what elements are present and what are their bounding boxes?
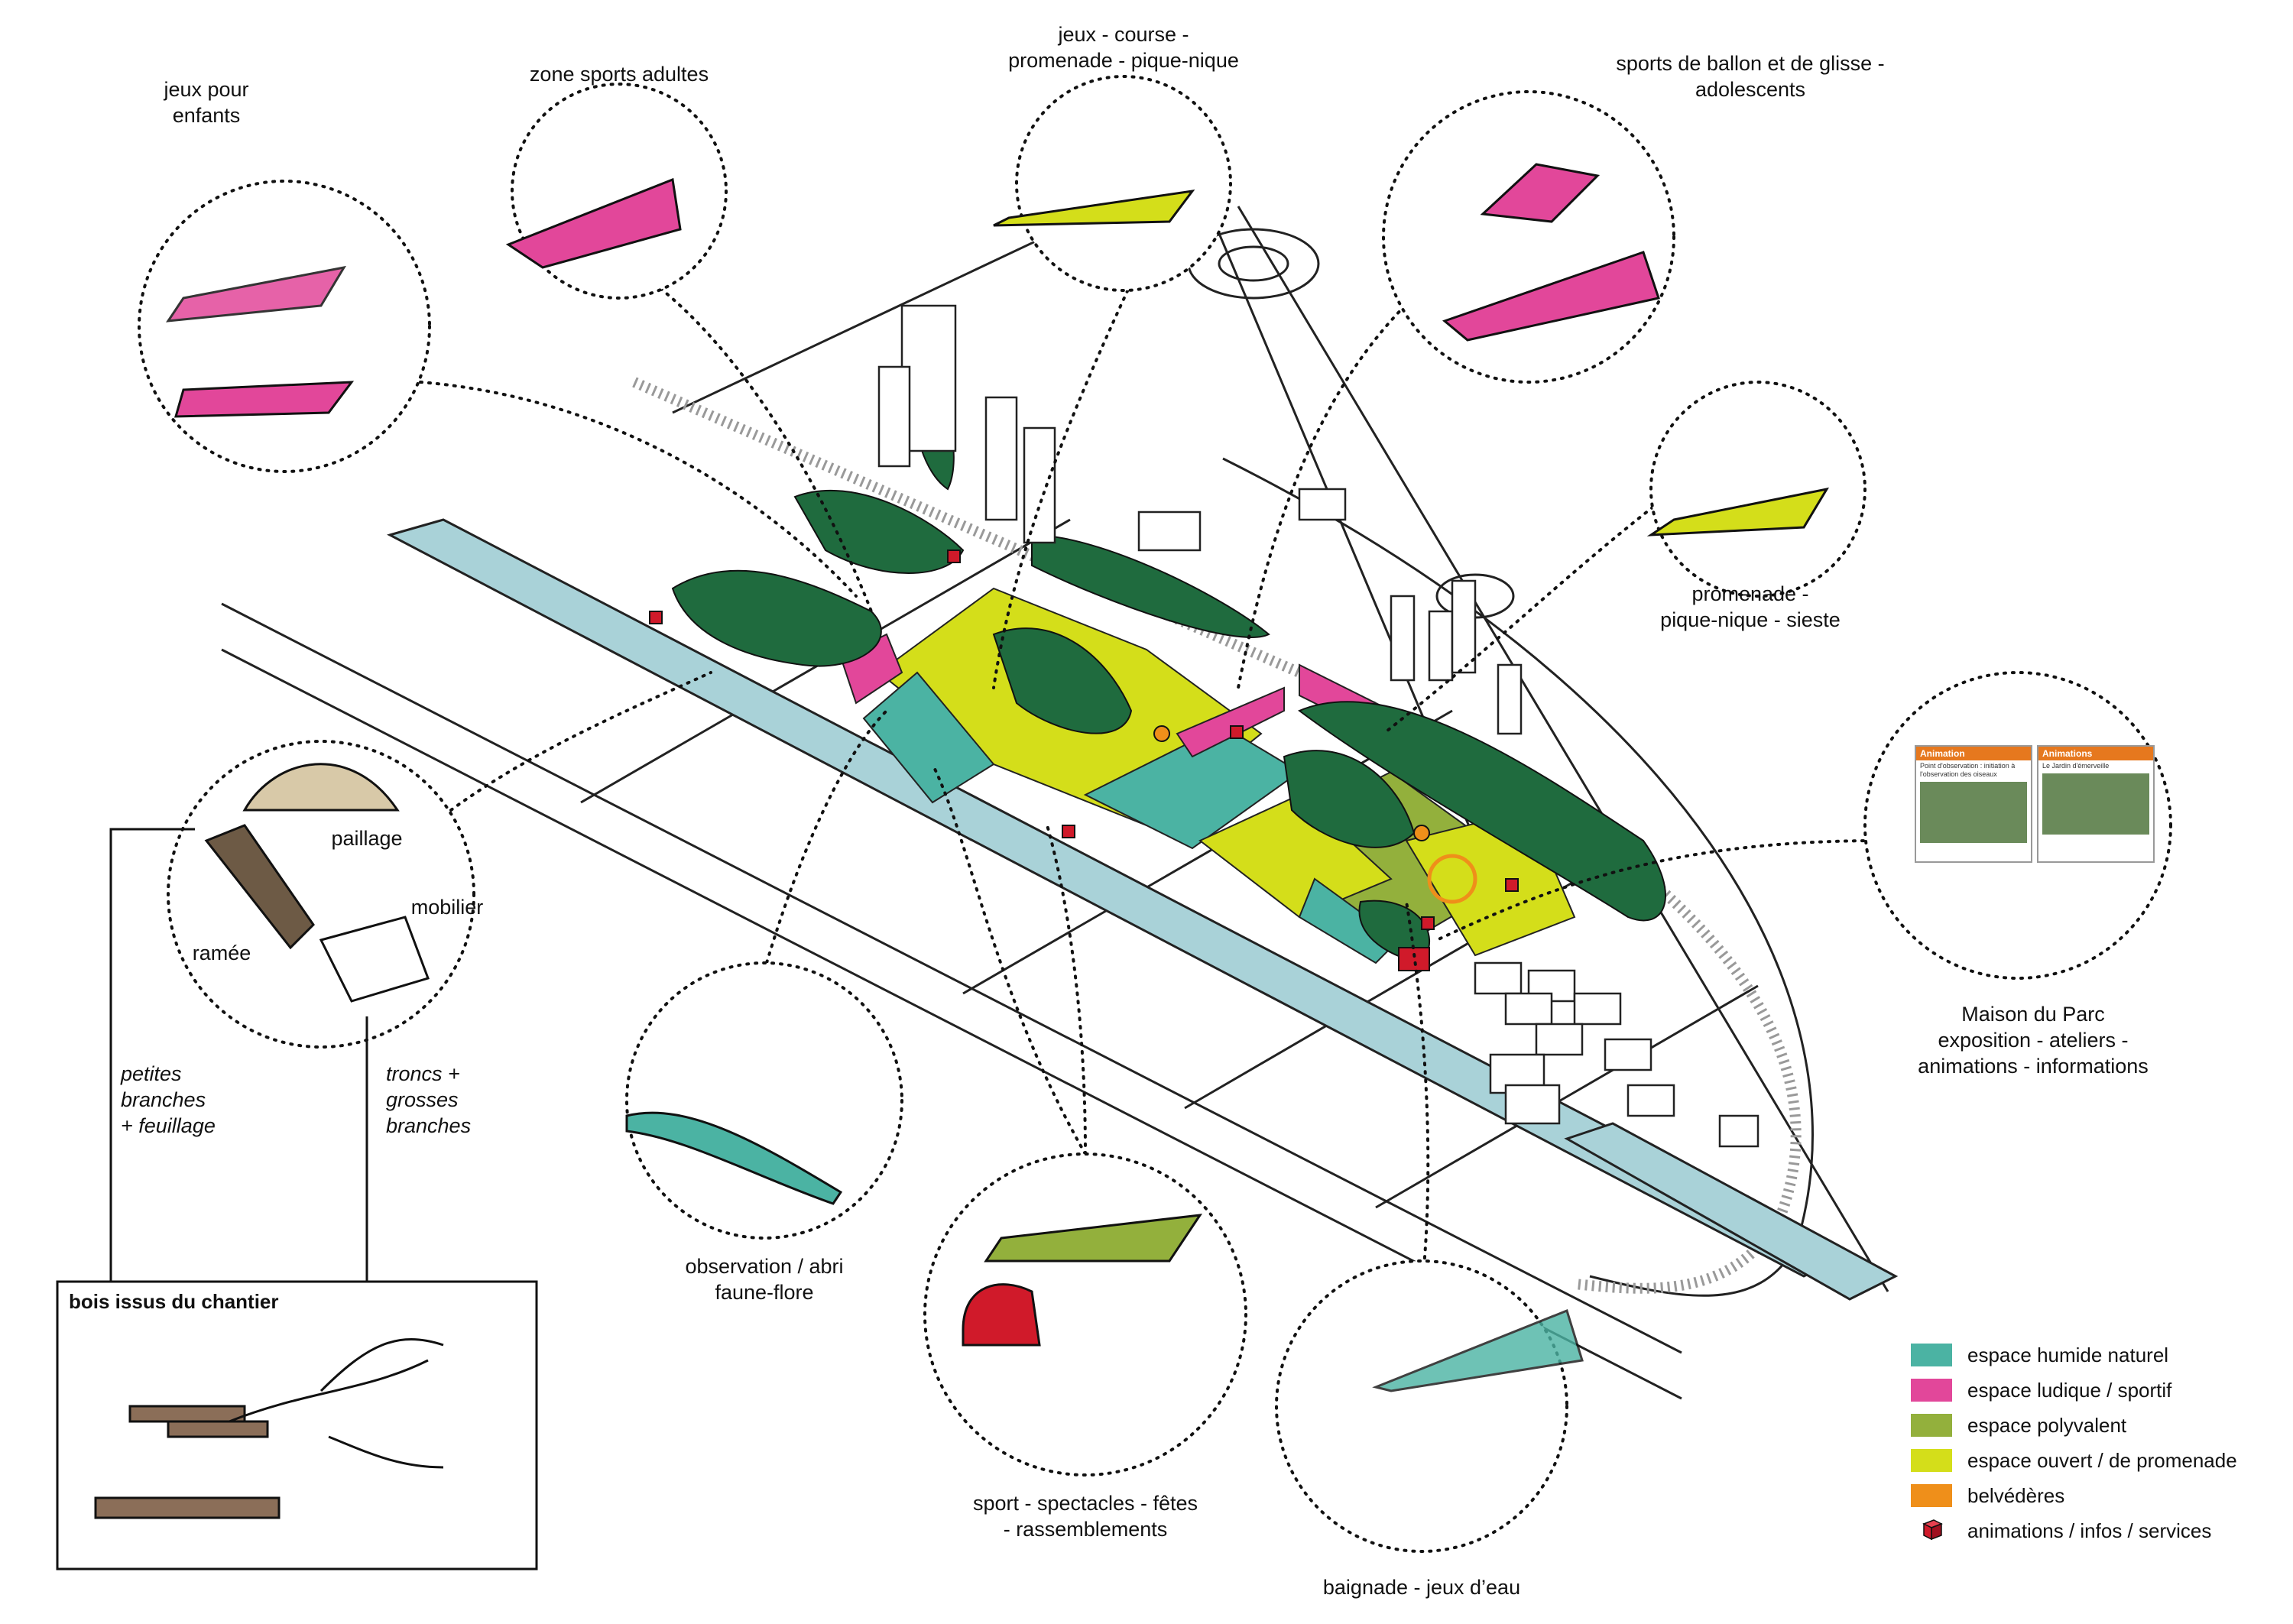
legend-swatch — [1911, 1449, 1952, 1472]
label-baignade: baignade - jeux d’eau — [1322, 1576, 1521, 1599]
animation-card-header: Animation — [1916, 747, 2031, 760]
legend-swatch — [1911, 1379, 1952, 1402]
legend-item-polyvalent: espace polyvalent — [1911, 1408, 2278, 1443]
red-cube-icon — [1922, 1519, 1943, 1541]
callout-circles — [138, 75, 2172, 1553]
wood-pile-drawing — [56, 828, 538, 1571]
label-sport-spectacles: sport - spectacles - fêtes- rassemblemen… — [972, 1492, 1198, 1541]
legend-swatch — [1911, 1344, 1952, 1366]
legend-label: animations / infos / services — [1967, 1519, 2212, 1542]
animations-card-header: Animations — [2038, 747, 2153, 760]
legend-label: espace polyvalent — [1967, 1413, 2127, 1437]
railway — [632, 377, 1802, 1294]
leader-lines — [419, 258, 1882, 1293]
label-paillage: paillage — [331, 827, 403, 850]
legend-item-belvederes: belvédères — [1911, 1478, 2278, 1513]
label-jeux-course: jeux - course -promenade - pique-nique — [1008, 23, 1239, 72]
tree-masses — [671, 388, 1666, 964]
label-promenade-sieste: promenade -pique-nique - sieste — [1660, 582, 1841, 631]
label-mobilier: mobilier — [410, 896, 484, 919]
legend-item-services: animations / infos / services — [1911, 1513, 2278, 1548]
legend-label: espace ouvert / de promenade — [1967, 1448, 2237, 1472]
label-sports-ballon: sports de ballon et de glisse -adolescen… — [1616, 52, 1885, 101]
animation-card-text: Point d'observation : initiation à l'obs… — [1920, 762, 2016, 778]
animations-card-photo — [2042, 773, 2149, 835]
animations-card: Animations Le Jardin d'émerveille — [2037, 745, 2155, 863]
legend-swatch — [1911, 1484, 1952, 1507]
label-bois-issus-du-chantier: bois issus du chantier — [69, 1290, 279, 1313]
circle-pictograms — [165, 163, 1830, 1392]
label-ramee: ramée — [192, 942, 251, 964]
legend: espace humide naturel espace ludique / s… — [1911, 1337, 2278, 1548]
legend-label: belvédères — [1967, 1483, 2065, 1507]
animation-card-photo — [1920, 782, 2027, 843]
animations-card-text: Le Jardin d'émerveille — [2042, 762, 2110, 770]
canal — [386, 518, 1899, 1301]
belvederes — [1153, 725, 1477, 904]
legend-label: espace ludique / sportif — [1967, 1378, 2172, 1402]
legend-swatch — [1911, 1414, 1952, 1437]
legend-item-ludique: espace ludique / sportif — [1911, 1373, 2278, 1408]
legend-item-humide: espace humide naturel — [1911, 1337, 2278, 1373]
legend-item-ouvert: espace ouvert / de promenade — [1911, 1443, 2278, 1478]
animation-card: Animation Point d'observation : initiati… — [1915, 745, 2032, 863]
buildings — [877, 304, 1759, 1148]
label-zone-sports-adultes: zone sports adultes — [529, 63, 709, 86]
legend-label: espace humide naturel — [1967, 1343, 2169, 1366]
